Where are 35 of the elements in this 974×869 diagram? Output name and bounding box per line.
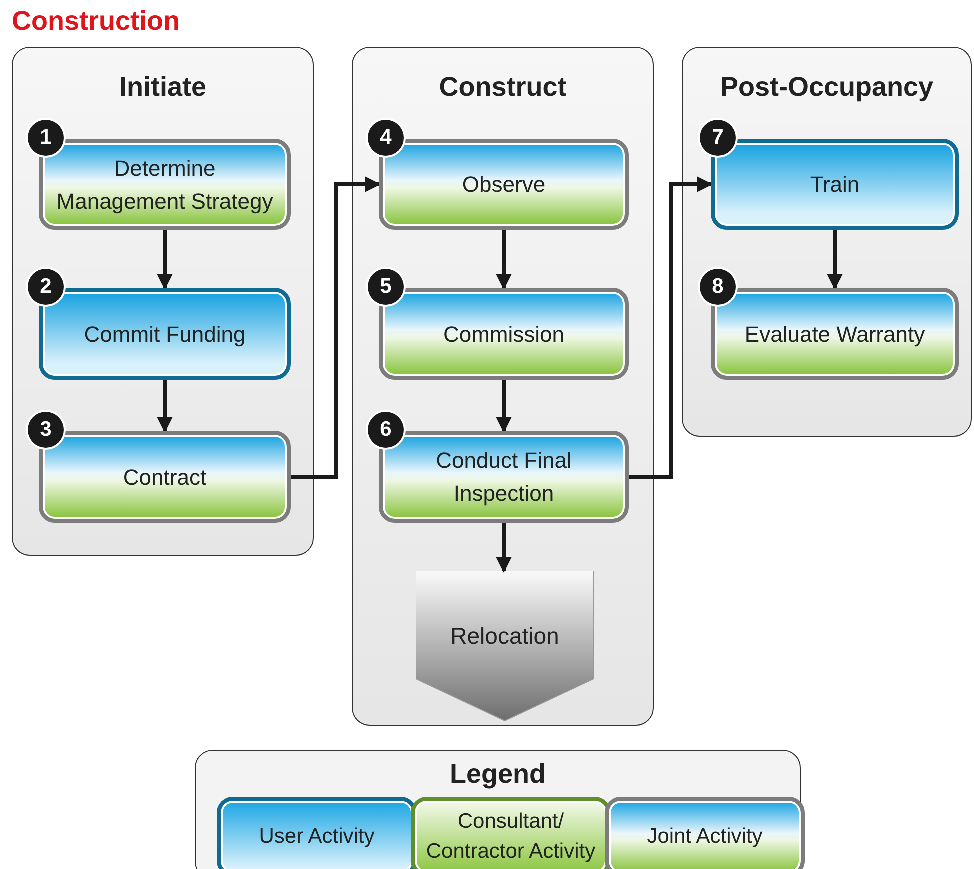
phase-title: Post-Occupancy — [719, 72, 935, 103]
phase-label: Relocation — [450, 623, 560, 650]
step-number-badge: 4 — [368, 120, 404, 156]
activity-label: Commission — [443, 320, 565, 348]
activity-label: Train — [810, 171, 860, 199]
flow-arrow — [157, 380, 173, 433]
diagram-title: Construction — [12, 6, 180, 37]
phase-panel — [682, 47, 972, 437]
phase-title: Construct — [438, 72, 568, 103]
flow-arrow — [827, 230, 843, 290]
phase-title: Initiate — [118, 72, 208, 103]
activity-label: Determine Management Strategy — [56, 154, 274, 216]
next-phase-arrow — [416, 571, 594, 721]
activity-label: Contract — [123, 464, 207, 492]
step-number-badge: 2 — [28, 269, 64, 305]
legend-swatch: Joint Activity — [605, 797, 805, 869]
activity-label: Evaluate Warranty — [744, 320, 926, 349]
phase-panel — [352, 47, 654, 726]
step-number-badge: 8 — [700, 269, 736, 305]
legend-title: Legend — [448, 759, 547, 790]
step-number-badge: 7 — [700, 120, 736, 156]
flow-arrow — [157, 230, 173, 290]
flow-arrow — [496, 230, 512, 290]
flow-arrow — [496, 380, 512, 433]
activity-label: Observe — [462, 171, 546, 199]
step-number-badge: 6 — [368, 412, 404, 448]
activity-label: Conduct Final Inspection — [435, 447, 573, 508]
step-number-badge: 3 — [28, 412, 64, 448]
step-number-badge: 5 — [368, 269, 404, 305]
step-number-badge: 1 — [28, 120, 64, 156]
flow-arrow — [496, 523, 512, 573]
activity-label: Commit Funding — [84, 320, 246, 349]
flow-arrow — [629, 176, 713, 479]
flow-arrow — [291, 176, 381, 479]
phase-panel — [12, 47, 314, 556]
